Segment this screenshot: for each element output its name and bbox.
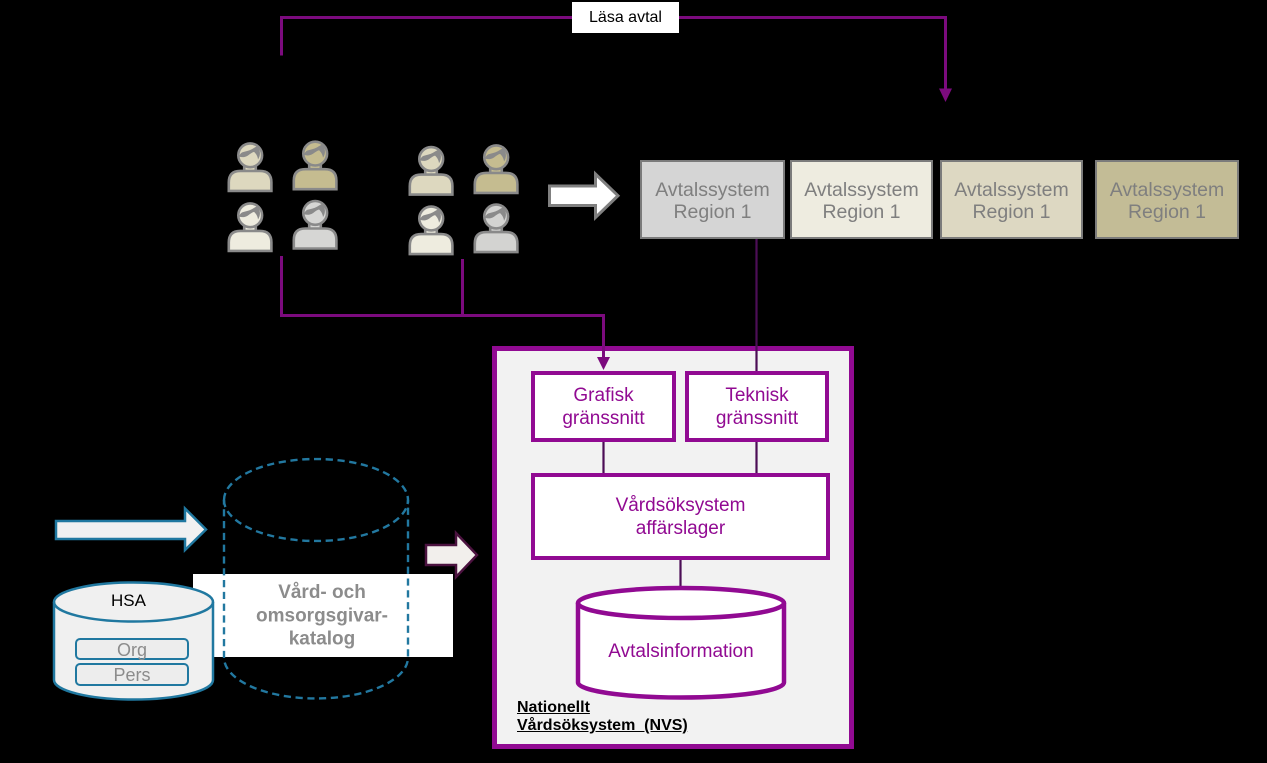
svg-text:Vård- och: Vård- och xyxy=(278,582,366,603)
svg-text:Avtalsinformation: Avtalsinformation xyxy=(608,641,753,662)
svg-text:omsorgsgivar-: omsorgsgivar- xyxy=(256,605,388,626)
svg-text:katalog: katalog xyxy=(289,629,356,650)
